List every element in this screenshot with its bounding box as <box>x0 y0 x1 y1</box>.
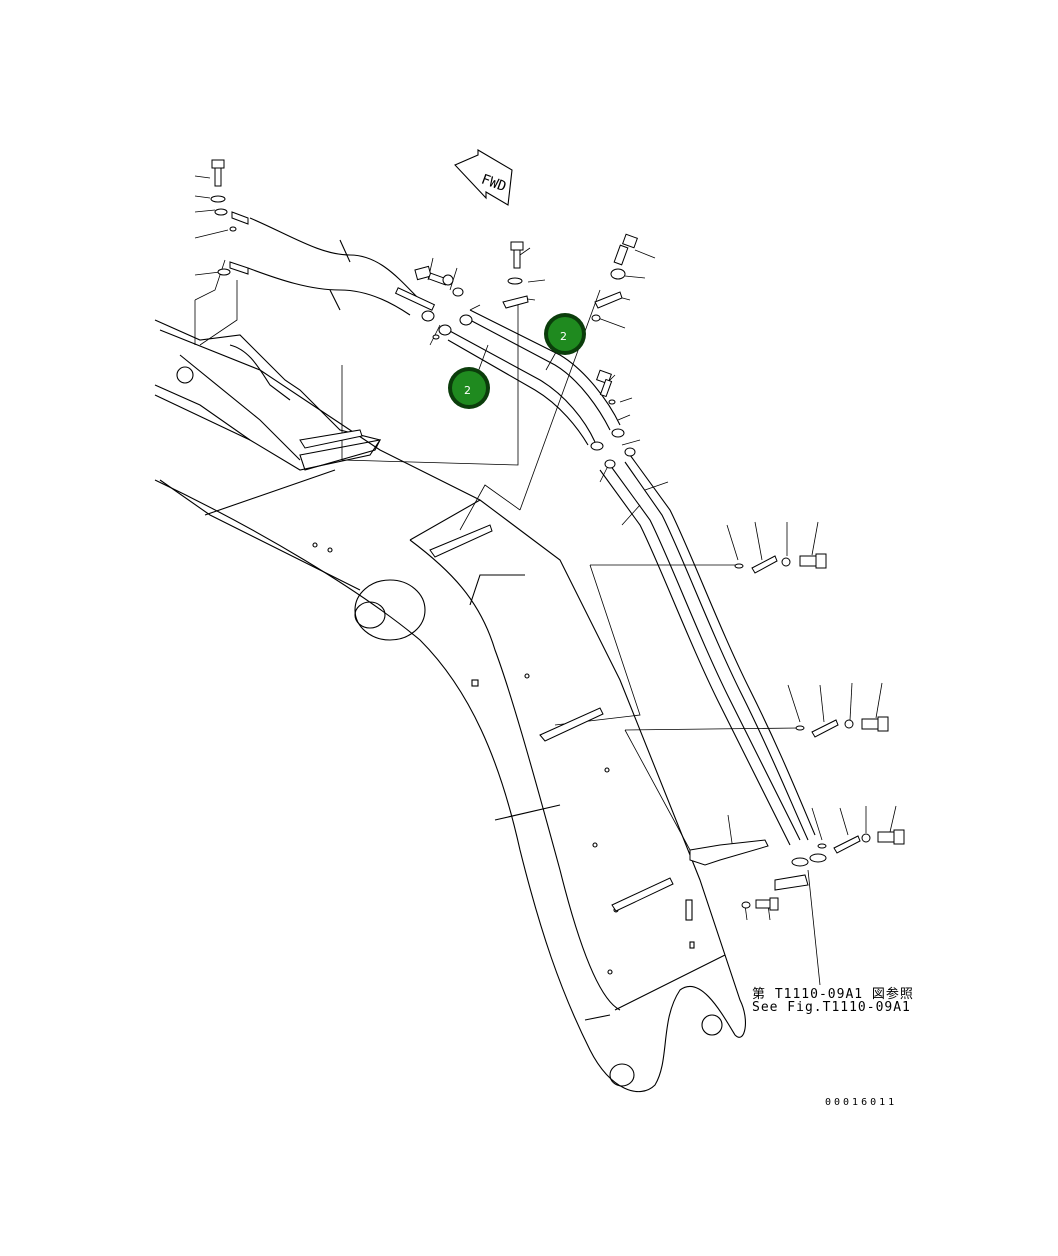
callout-badge[interactable]: 2 <box>544 313 586 355</box>
boom-foot <box>154 319 381 471</box>
fwd-direction-arrow: FWD <box>454 149 513 206</box>
callout-label: 2 <box>560 330 567 343</box>
boom-body <box>154 329 746 1093</box>
fasteners <box>210 159 905 912</box>
hose-lines <box>247 217 421 316</box>
callout-badge[interactable]: 2 <box>448 367 490 409</box>
fwd-label: FWD <box>479 172 508 196</box>
reference-note-ja: 第 T1110-09A1 図参照 <box>752 987 914 1002</box>
figure-number: 00016011 <box>825 1097 898 1108</box>
leader-lines <box>194 175 897 986</box>
callout-label: 2 <box>464 384 471 397</box>
reference-note-en: See Fig.T1110-09A1 <box>752 1000 911 1015</box>
tubes <box>447 309 816 846</box>
